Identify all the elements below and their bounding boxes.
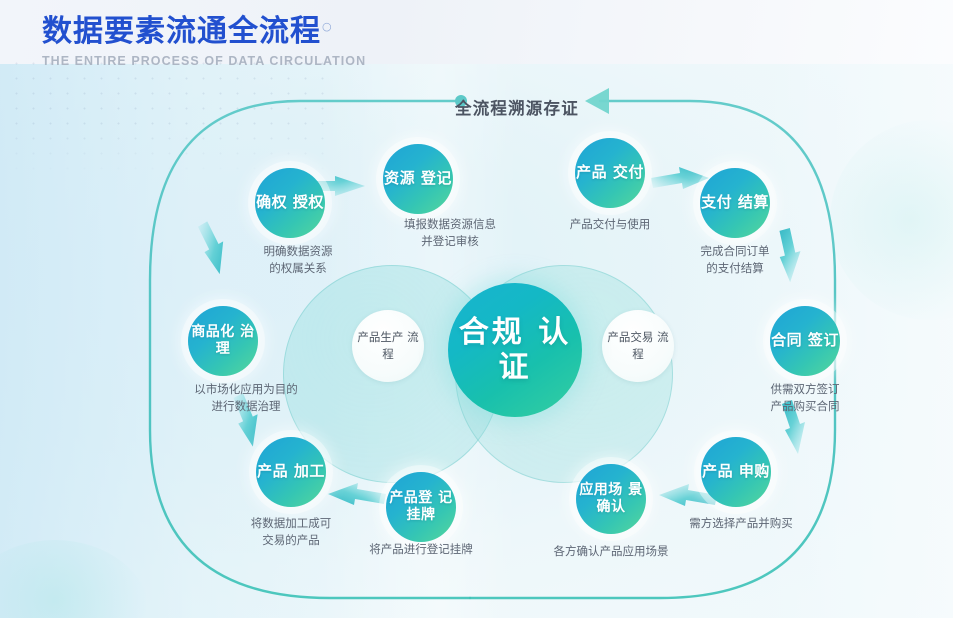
badge-production-flow: 产品生产 流程 — [352, 310, 424, 382]
arrow-settlement-to-delivery — [651, 167, 709, 189]
arrow-processing-to-listing — [328, 483, 386, 505]
node-product-processing-label: 产品 加工 — [257, 462, 325, 481]
node-rights-confirmation[interactable]: 确权 授权 — [255, 168, 325, 238]
trademark-icon: ○ — [322, 20, 333, 33]
caption-product-processing: 将数据加工成可 交易的产品 — [250, 516, 332, 548]
caption-contract-signing: 供需双方签订 产品购买合同 — [770, 382, 840, 414]
caption-commercialization: 以市场化应用为目的 进行数据治理 — [194, 382, 298, 414]
node-resource-registration[interactable]: 资源 登记 — [383, 144, 453, 214]
page-header: 数据要素流通全流程○ THE ENTIRE PROCESS OF DATA CI… — [42, 6, 366, 68]
caption-scenario-confirmation: 各方确认产品应用场景 — [553, 544, 669, 558]
node-product-processing[interactable]: 产品 加工 — [256, 437, 326, 507]
node-scenario-confirmation[interactable]: 应用场 景确认 — [576, 464, 646, 534]
caption-payment-settlement: 完成合同订单 的支付结算 — [700, 244, 770, 276]
node-product-listing[interactable]: 产品登 记挂牌 — [386, 472, 456, 542]
page-subtitle: THE ENTIRE PROCESS OF DATA CIRCULATION — [42, 54, 367, 68]
ribbon-label: 全流程溯源存证 — [455, 99, 579, 118]
core-node-label: 合规 认证 — [458, 314, 572, 385]
badge-production-flow-label: 产品生产 流程 — [357, 330, 419, 361]
arrow-commercialization-to-processing — [233, 393, 258, 447]
outer-track-left — [148, 99, 472, 600]
caption-rights-confirmation: 明确数据资源 的权属关系 — [263, 244, 333, 276]
caption-resource-registration: 填报数据资源信息 并登记审核 — [404, 217, 496, 249]
node-product-delivery[interactable]: 产品 交付 — [575, 138, 645, 208]
node-product-delivery-label: 产品 交付 — [576, 163, 644, 182]
badge-trading-flow: 产品交易 流程 — [602, 310, 674, 382]
node-payment-settlement-label: 支付 结算 — [701, 193, 769, 212]
track-dot-icon — [455, 95, 467, 107]
node-product-purchase[interactable]: 产品 申购 — [701, 437, 771, 507]
node-contract-signing-label: 合同 签订 — [771, 331, 839, 350]
node-scenario-confirmation-label: 应用场 景确认 — [579, 482, 643, 515]
core-node-compliance-certification[interactable]: 合规 认证 — [448, 283, 582, 417]
node-rights-confirmation-label: 确权 授权 — [256, 193, 324, 212]
node-resource-registration-label: 资源 登记 — [384, 169, 452, 188]
page-title-text: 数据要素流通全流程 — [42, 14, 321, 49]
arrow-scenario-to-purchase — [659, 484, 717, 506]
node-commercialization-label: 商品化 治理 — [191, 324, 255, 357]
node-product-purchase-label: 产品 申购 — [702, 462, 770, 481]
caption-product-delivery: 产品交付与使用 — [569, 217, 651, 231]
ribbon-left-arrow-icon — [585, 88, 609, 114]
caption-product-purchase: 需方选择产品并购买 — [689, 516, 793, 530]
arrow-purchase-to-contract — [782, 400, 805, 454]
node-commercialization[interactable]: 商品化 治理 — [188, 306, 258, 376]
arrow-contract-to-settlement — [779, 227, 801, 283]
node-payment-settlement[interactable]: 支付 结算 — [700, 168, 770, 238]
arrow-rights-to-commercialization — [197, 221, 224, 275]
node-product-listing-label: 产品登 记挂牌 — [389, 490, 453, 523]
caption-product-listing: 将产品进行登记挂牌 — [369, 542, 473, 556]
node-contract-signing[interactable]: 合同 签订 — [770, 306, 840, 376]
page-title: 数据要素流通全流程○ — [42, 6, 366, 50]
badge-trading-flow-label: 产品交易 流程 — [607, 330, 669, 361]
decorative-dot-grid — [8, 56, 338, 178]
